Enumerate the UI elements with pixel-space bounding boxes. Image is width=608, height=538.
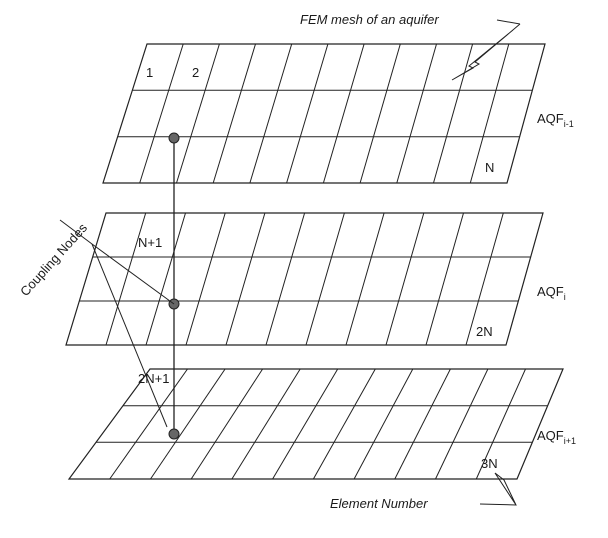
coupling-nodes-leaders xyxy=(59,219,175,428)
mesh-column-line xyxy=(353,368,414,480)
mesh-layer-middle-grid xyxy=(79,212,531,346)
aquifer-label-bottom: AQFi+1 xyxy=(537,428,576,446)
mesh-column-line xyxy=(465,212,504,346)
mesh-column-line xyxy=(433,43,474,184)
element-number-2: 2 xyxy=(192,65,199,80)
mesh-column-line xyxy=(394,368,451,480)
mesh-column-line xyxy=(286,43,329,184)
mesh-column-line xyxy=(359,43,401,184)
element-number-1: 1 xyxy=(146,65,153,80)
mesh-column-line xyxy=(265,212,306,346)
coupling-node-bottom xyxy=(168,428,180,440)
aquifer-label-top: AQFi-1 xyxy=(537,111,574,129)
mesh-column-line xyxy=(185,212,226,346)
mesh-column-line xyxy=(385,212,425,346)
mesh-column-line xyxy=(425,212,464,346)
mesh-column-line xyxy=(345,212,385,346)
fem-mesh-annotation: FEM mesh of an aquifer xyxy=(300,12,439,27)
fem-mesh-leader xyxy=(451,19,521,81)
element-number-n-plus-1: N+1 xyxy=(138,235,162,250)
mesh-column-line xyxy=(105,212,147,346)
mesh-column-line xyxy=(231,368,301,480)
coupling-node-top xyxy=(168,132,180,144)
mesh-column-line xyxy=(396,43,437,184)
mesh-column-line xyxy=(225,212,266,346)
mesh-layer-bottom-grid xyxy=(96,368,548,480)
mesh-column-line xyxy=(475,368,526,480)
mesh-column-line xyxy=(322,43,365,184)
mesh-column-line xyxy=(469,43,510,184)
element-number-leader xyxy=(479,472,517,506)
mesh-column-line xyxy=(212,43,256,184)
mesh-layer-top: 1 2 N AQFi-1 xyxy=(102,43,574,184)
element-number-2n: 2N xyxy=(476,324,493,339)
mesh-layer-top-frame xyxy=(102,43,546,184)
element-number-n: N xyxy=(485,160,494,175)
mesh-column-line xyxy=(312,368,376,480)
element-number-2n-plus-1: 2N+1 xyxy=(138,371,169,386)
mesh-column-line xyxy=(305,212,345,346)
coupling-nodes-label: Coupling Nodes xyxy=(17,220,90,299)
element-number-annotation: Element Number xyxy=(330,496,428,511)
mesh-column-line xyxy=(145,212,186,346)
element-number-3n: 3N xyxy=(481,456,498,471)
mesh-column-line xyxy=(272,368,339,480)
mesh-layer-bottom: 2N+1 3N AQFi+1 xyxy=(67,368,576,480)
mesh-column-line xyxy=(139,43,184,184)
mesh-column-line xyxy=(435,368,489,480)
mesh-column-line xyxy=(249,43,293,184)
mesh-column-line xyxy=(190,368,264,480)
mesh-layer-top-grid xyxy=(117,43,533,184)
mesh-column-line xyxy=(176,43,220,184)
mesh-layer-middle: N+1 2N AQFi xyxy=(65,212,566,346)
aquifer-label-middle: AQFi xyxy=(537,284,566,302)
mesh-column-line xyxy=(150,368,226,480)
